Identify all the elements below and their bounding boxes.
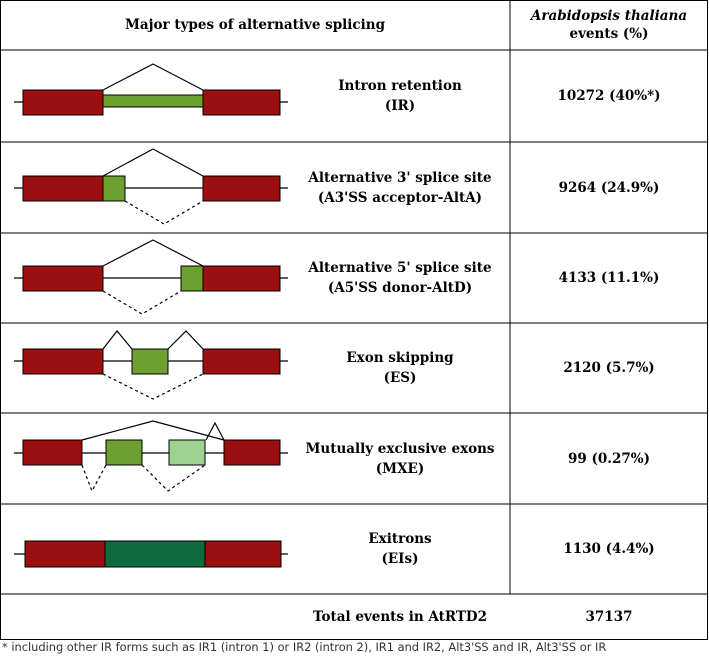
row-a3ss-count: 9264 (24.9%) xyxy=(510,142,708,233)
row-abbr: (EIs) xyxy=(381,551,419,567)
row-name: Exitrons xyxy=(368,531,432,547)
row-mxe-count: 99 (0.27%) xyxy=(510,413,708,504)
exon-right xyxy=(202,265,281,292)
row-a5ss-name: Alternative 5' splice site (A5'SS donor-… xyxy=(290,233,510,323)
diagram-alt5ss xyxy=(14,239,288,315)
total-count: 37137 xyxy=(510,594,708,640)
splice-arc-small xyxy=(205,421,225,441)
row-abbr: (A3'SS acceptor-AltA) xyxy=(317,189,483,206)
exon-left xyxy=(22,348,104,375)
exon-right xyxy=(202,89,281,116)
footnote: * including other IR forms such as IR1 (… xyxy=(2,640,607,654)
row-abbr: (MXE) xyxy=(375,460,425,477)
mxe-exon-2 xyxy=(168,439,206,466)
row-ei-count: 1130 (4.4%) xyxy=(510,504,708,594)
row-a3ss-name: Alternative 3' splice site (A3'SS accept… xyxy=(290,142,510,233)
row-name: Alternative 3' splice site xyxy=(308,169,492,186)
exon-left xyxy=(22,439,83,466)
row-count: 99 (0.27%) xyxy=(568,450,650,467)
row-ei-name: Exitrons (EIs) xyxy=(290,504,510,594)
row-mxe-name: Mutually exclusive exons (MXE) xyxy=(290,413,510,504)
exitron xyxy=(104,540,206,568)
splice-arc-upper xyxy=(81,420,225,441)
header-splicing-types-label: Major types of alternative splicing xyxy=(124,17,386,33)
exon-left xyxy=(24,540,106,568)
exon-right xyxy=(202,175,281,202)
diagram-alt3ss xyxy=(14,148,288,225)
splice-arc-left xyxy=(102,330,133,350)
diagram-exon-skipping xyxy=(14,330,288,400)
row-count: 2120 (5.7%) xyxy=(563,360,655,376)
diagram-mxe xyxy=(14,420,288,493)
mxe-exon-1 xyxy=(105,439,143,466)
row-ir-name: Intron retention (IR) xyxy=(290,50,510,142)
row-count: 10272 (40%*) xyxy=(557,88,661,104)
splice-arc xyxy=(102,63,204,91)
row-abbr: (A5'SS donor-AltD) xyxy=(327,280,473,296)
splice-arc xyxy=(102,239,204,267)
exon-right xyxy=(202,348,281,375)
alt-splice-path xyxy=(102,290,182,315)
mxe-path-left xyxy=(81,464,107,493)
header-species: Arabidopsis thaliana xyxy=(530,8,688,24)
row-a5ss-count: 4133 (11.1%) xyxy=(510,233,708,323)
total-label: Total events in AtRTD2 xyxy=(290,594,510,640)
row-name: Mutually exclusive exons xyxy=(305,440,495,457)
diagram-exitrons xyxy=(14,540,288,568)
cassette-exon xyxy=(131,348,169,375)
row-abbr: (IR) xyxy=(384,98,416,114)
retained-intron xyxy=(102,94,204,108)
exon-right xyxy=(223,439,281,466)
exon-left xyxy=(22,89,104,116)
row-name: Exon skipping xyxy=(346,350,454,366)
exon-left xyxy=(22,175,104,202)
row-es-name: Exon skipping (ES) xyxy=(290,323,510,413)
skip-splice-path xyxy=(102,373,204,400)
total-label-text: Total events in AtRTD2 xyxy=(313,609,487,625)
table-grid xyxy=(0,0,708,640)
row-name: Intron retention xyxy=(338,78,462,94)
header-events: Arabidopsis thaliana events (%) xyxy=(510,0,708,50)
row-name: Alternative 5' splice site xyxy=(308,260,492,276)
diagram-intron-retention xyxy=(14,63,288,116)
exon-right xyxy=(204,540,282,568)
row-count: 4133 (11.1%) xyxy=(558,270,660,286)
header-events-unit: events (%) xyxy=(569,26,649,42)
splice-arc-right xyxy=(167,330,204,350)
alt-donor-region xyxy=(180,265,204,292)
header-splicing-types: Major types of alternative splicing xyxy=(0,0,510,50)
row-count: 9264 (24.9%) xyxy=(558,179,660,196)
row-es-count: 2120 (5.7%) xyxy=(510,323,708,413)
mxe-path-mid xyxy=(141,464,206,492)
row-abbr: (ES) xyxy=(383,370,417,386)
exon-left xyxy=(22,265,104,292)
row-count: 1130 (4.4%) xyxy=(563,541,655,557)
splice-arc xyxy=(102,148,204,177)
row-ir-count: 10272 (40%*) xyxy=(510,50,708,142)
alt-splice-path xyxy=(124,200,204,225)
total-count-text: 37137 xyxy=(585,609,633,625)
alt-acceptor-region xyxy=(102,175,126,202)
